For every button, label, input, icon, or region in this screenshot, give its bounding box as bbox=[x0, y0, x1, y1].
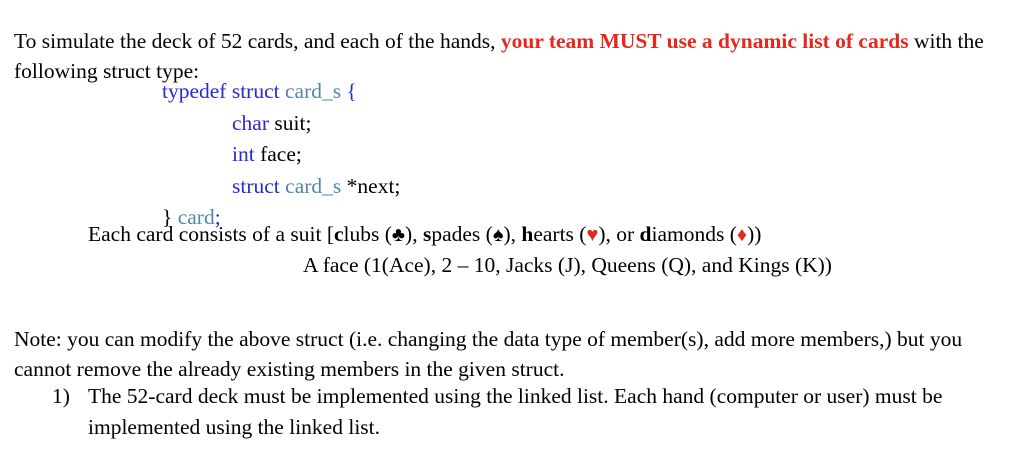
intro-paragraph: To simulate the deck of 52 cards, and ea… bbox=[14, 26, 1004, 87]
code-line: struct card_s *next; bbox=[0, 171, 1024, 203]
intro-text-after: with the following struct type: bbox=[14, 28, 984, 84]
requirements-list: 1) The 52-card deck must be implemented u… bbox=[14, 381, 1014, 442]
spades-rest: pades ( bbox=[431, 222, 493, 246]
code-token: card bbox=[177, 205, 215, 230]
diamonds-rest: iamonds ( bbox=[651, 222, 737, 246]
clubs-rest: lubs ( bbox=[343, 222, 392, 246]
hearts-rest: earts ( bbox=[533, 222, 587, 246]
code-token: ; bbox=[214, 205, 221, 230]
code-token: card_s bbox=[285, 173, 342, 198]
spades-icon: ♠ bbox=[492, 224, 504, 246]
clubs-icon: ♣ bbox=[391, 224, 406, 246]
intro-text-before: To simulate the deck of 52 cards, and ea… bbox=[14, 28, 501, 53]
code-line: char suit; bbox=[0, 108, 1024, 140]
note-paragraph: Note: you can modify the above struct (i… bbox=[14, 326, 963, 382]
code-line: typedef struct card_s { bbox=[0, 76, 1024, 108]
code-token: typedef struct bbox=[162, 79, 285, 103]
after-clubs-text: ), bbox=[405, 222, 423, 246]
clubs-initial: c bbox=[333, 222, 344, 246]
face-description-line: A face (1(Ace), 2 – 10, Jacks (J), Queen… bbox=[303, 253, 832, 277]
list-item-marker: 1) bbox=[52, 384, 70, 408]
code-token: char bbox=[232, 110, 269, 135]
code-token: } bbox=[162, 205, 178, 230]
code-token: int bbox=[232, 142, 255, 167]
suit-lead-text: Each card consists of a suit [ bbox=[88, 222, 334, 246]
code-token: suit; bbox=[269, 110, 312, 135]
list-item-text: The 52-card deck must be implemented usi… bbox=[88, 384, 943, 439]
list-item: 1) The 52-card deck must be implemented u… bbox=[14, 381, 1014, 442]
hearts-icon: ♥ bbox=[586, 224, 599, 246]
after-spades-text: ), bbox=[503, 222, 522, 246]
code-token: card_s bbox=[285, 79, 342, 103]
spades-initial: s bbox=[422, 222, 432, 246]
after-hearts-text: ), or bbox=[598, 222, 640, 246]
code-line: } card; bbox=[0, 202, 1024, 234]
code-token: face; bbox=[254, 142, 302, 167]
suit-description-line: Each card consists of a suit [clubs (♣),… bbox=[88, 219, 761, 250]
struct-code-block: typedef struct card_s {char suit;int fac… bbox=[0, 76, 1024, 234]
code-line: int face; bbox=[0, 139, 1024, 171]
diamonds-icon: ♦ bbox=[736, 224, 748, 246]
code-token: *next; bbox=[341, 173, 401, 198]
suit-tail-text: )) bbox=[747, 222, 762, 246]
intro-emphasis: your team MUST use a dynamic list of car… bbox=[500, 28, 909, 53]
code-token: { bbox=[341, 79, 357, 103]
hearts-initial: h bbox=[521, 222, 534, 246]
code-token: struct bbox=[232, 173, 286, 198]
diamonds-initial: d bbox=[639, 222, 652, 246]
